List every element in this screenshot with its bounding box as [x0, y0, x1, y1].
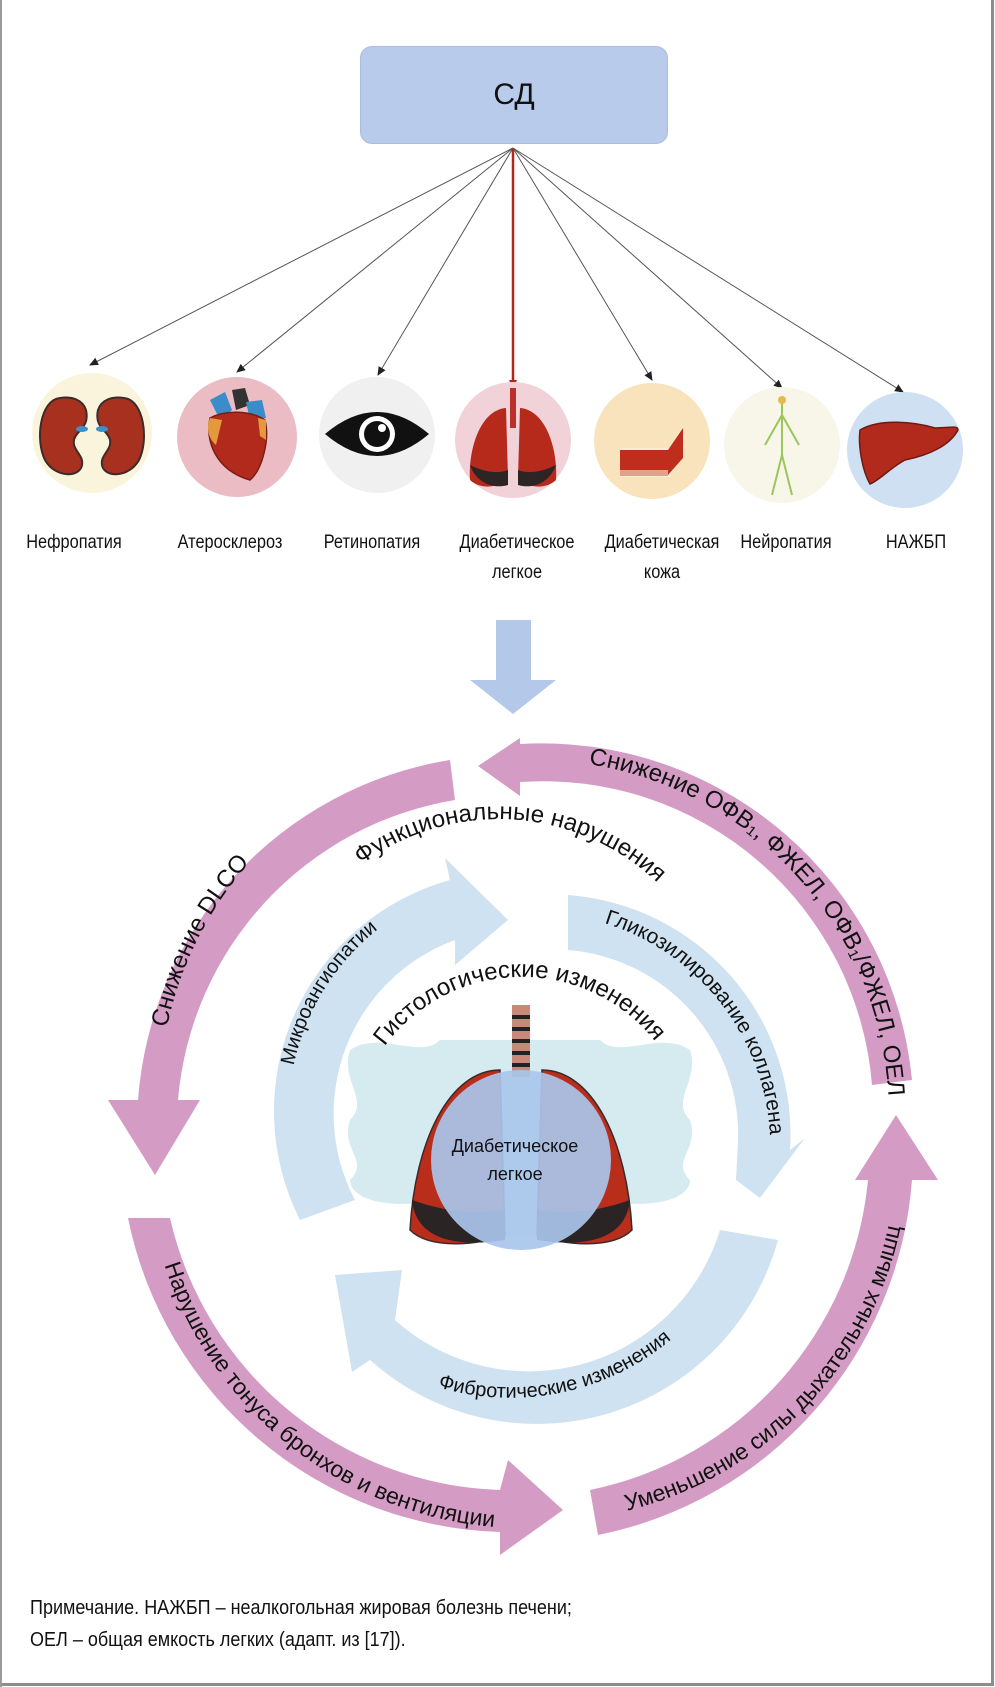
connector-atherosclerosis [236, 147, 514, 373]
label-nafld: НАЖБП [885, 532, 947, 553]
skin-layers-icon [620, 425, 683, 477]
complication-heart [177, 377, 297, 497]
connector-diabetic-skin [512, 147, 653, 381]
connector-nafld [512, 147, 904, 393]
complication-neuropathy [724, 387, 840, 503]
inner-arrow-glycosylation [568, 895, 805, 1198]
eye-icon [325, 412, 429, 456]
connector-neuropathy [512, 147, 783, 389]
complication-skin [594, 383, 710, 499]
label-retinopathy: Ретинопатия [323, 532, 421, 553]
label-atherosclerosis: Атеросклероз [177, 532, 283, 553]
center-circle [431, 1070, 611, 1250]
inner-arrow-fibrotic [335, 1230, 778, 1424]
kidneys-icon [39, 396, 145, 476]
complication-liver [847, 392, 963, 508]
outer-arrow-bronchi [128, 1218, 563, 1555]
outer-arrow-ofv [478, 738, 912, 1085]
figure-note: Примечание. НАЖБП – неалкогольная жирова… [30, 1592, 572, 1656]
label-neuropathy: Нейропатия [740, 532, 832, 553]
label-diabetic-skin: Диабетическая кожа [604, 532, 720, 583]
root-node-diabetes: СД [360, 46, 668, 144]
complication-eye [319, 377, 435, 493]
trachea-icon [512, 1005, 530, 1077]
down-arrow-icon [470, 620, 556, 714]
liver-icon [858, 421, 959, 485]
nervous-system-icon [764, 396, 800, 496]
complication-lungs [455, 382, 571, 498]
note-line-1: Примечание. НАЖБП – неалкогольная жирова… [30, 1597, 572, 1619]
connector-nephropathy [89, 147, 514, 366]
central-lung-illustration [347, 1005, 693, 1250]
label-diabetic-lung: Диабетическое легкое [459, 532, 575, 583]
frame-left-border [0, 0, 2, 1687]
inner-cycle-arrows [273, 858, 805, 1424]
connector-retinopathy [377, 147, 514, 376]
complication-kidneys [32, 373, 152, 493]
label-nephropathy: Нефропатия [26, 532, 122, 553]
note-line-2: ОЕЛ – общая емкость легких (адапт. из [1… [30, 1629, 406, 1651]
heart-icon [207, 388, 268, 481]
outer-arrow-dlco [108, 760, 455, 1175]
center-label-diabetic-lung: Диабетическое легкое [451, 1136, 579, 1184]
root-node-label: СД [493, 78, 535, 111]
outer-cycle-arrows [108, 738, 938, 1555]
skin-icon-bg [594, 383, 710, 499]
outer-arrow-muscles [590, 1115, 938, 1535]
connector-lines [89, 147, 904, 393]
lungs-icon [469, 388, 557, 487]
inner-arrow-microangio [273, 858, 508, 1220]
